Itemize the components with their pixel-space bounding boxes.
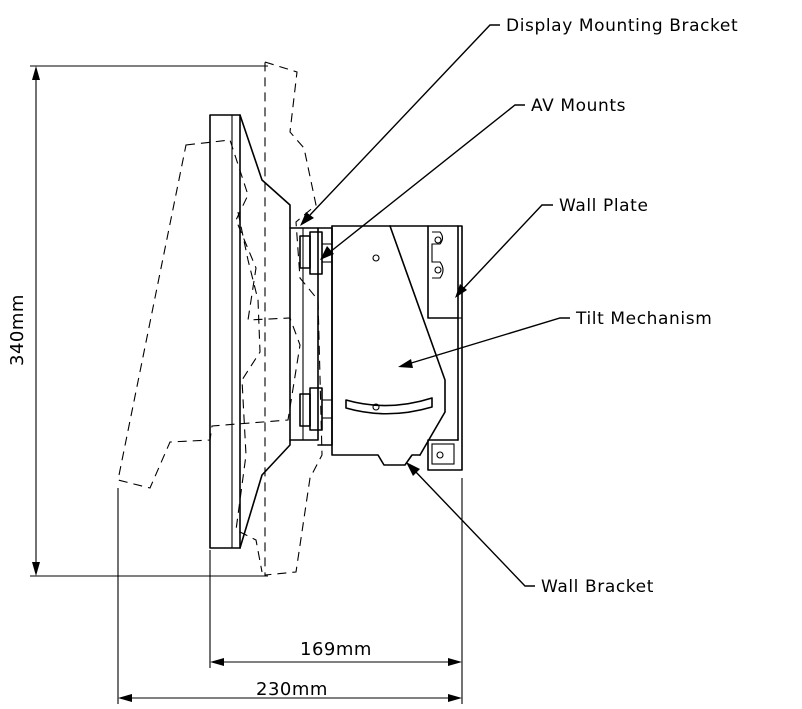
dimension-depth-min — [209, 478, 463, 704]
leader-wall-plate — [455, 204, 553, 298]
tilt-range-outline — [117, 61, 323, 576]
dimension-height-label: 340mm — [7, 294, 28, 366]
wall-plate — [427, 225, 463, 471]
label-wall-bracket: Wall Bracket — [541, 577, 654, 597]
leader-wall-bracket — [406, 462, 535, 587]
label-wall-plate: Wall Plate — [559, 196, 649, 216]
label-display-mounting-bracket: Display Mounting Bracket — [506, 16, 738, 36]
leader-tilt-mechanism — [398, 317, 570, 368]
av-mount-upper — [299, 231, 332, 275]
dimension-depth-max-label: 230mm — [256, 679, 328, 700]
leader-av-mounts — [320, 104, 525, 260]
label-tilt-mechanism: Tilt Mechanism — [575, 309, 712, 329]
label-av-mounts: AV Mounts — [531, 96, 626, 116]
dimension-depth-min-label: 169mm — [300, 639, 372, 660]
dimension-height — [30, 65, 268, 577]
display — [209, 114, 291, 549]
av-mount-lower — [299, 387, 332, 431]
dimension-depth-max — [117, 488, 462, 704]
leader-display-mounting-bracket — [300, 24, 500, 226]
display-mounting-bracket — [289, 227, 333, 446]
